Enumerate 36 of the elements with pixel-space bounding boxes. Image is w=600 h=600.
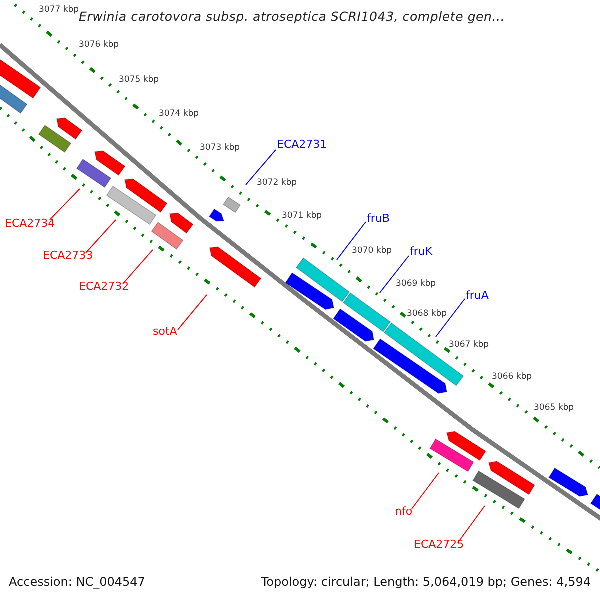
leader-line	[246, 150, 276, 186]
gene-label: ECA2731	[277, 138, 328, 152]
scale-label: 3071 kbp	[282, 211, 322, 222]
gene-label: ECA2732	[79, 280, 130, 294]
scale-label: 3065 kbp	[534, 403, 574, 414]
map-title: Erwinia carotovora subsp. atroseptica SCRI1043, complete gen...	[79, 9, 506, 24]
scale-label: 3068 kbp	[407, 309, 448, 320]
scale-label: 3076 kbp	[79, 40, 120, 51]
gene-label: ECA2734	[5, 217, 56, 231]
accession-text: Accession: NC_004547	[9, 574, 146, 590]
scale-label: 3075 kbp	[119, 75, 160, 86]
scale-label: 3069 kbp	[396, 279, 436, 290]
leader-line	[86, 220, 116, 254]
leader-line	[336, 222, 366, 260]
scale-label: 3077 kbp	[39, 5, 80, 15]
gene-label: ECA2725	[414, 538, 464, 552]
scale-label: 3070 kbp	[352, 246, 392, 257]
gene-label: ECA2733	[43, 249, 94, 263]
leader-line	[50, 188, 80, 220]
leader-line	[122, 250, 154, 284]
leader-line	[412, 472, 440, 510]
leader-line	[380, 256, 410, 294]
leader-line	[458, 506, 486, 544]
scale-label: 3074 kbp	[159, 109, 200, 120]
scale-label: 3067 kbp	[449, 340, 490, 351]
gene-label: fruA	[466, 289, 489, 303]
gene-label: nfo	[395, 505, 413, 519]
scale-label: 3072 kbp	[257, 178, 298, 189]
scale-label: 3066 kbp	[492, 372, 532, 383]
gene-label: sotA	[153, 325, 178, 339]
genome-info-text: Topology: circular; Length: 5,064,019 bp; Genes: 4,594	[261, 574, 591, 590]
leader-line	[436, 298, 466, 338]
gene-label: fruK	[410, 245, 433, 259]
leader-line	[178, 294, 208, 330]
scale-label: 3073 kbp	[200, 143, 240, 154]
gene-label: fruB	[367, 212, 390, 226]
